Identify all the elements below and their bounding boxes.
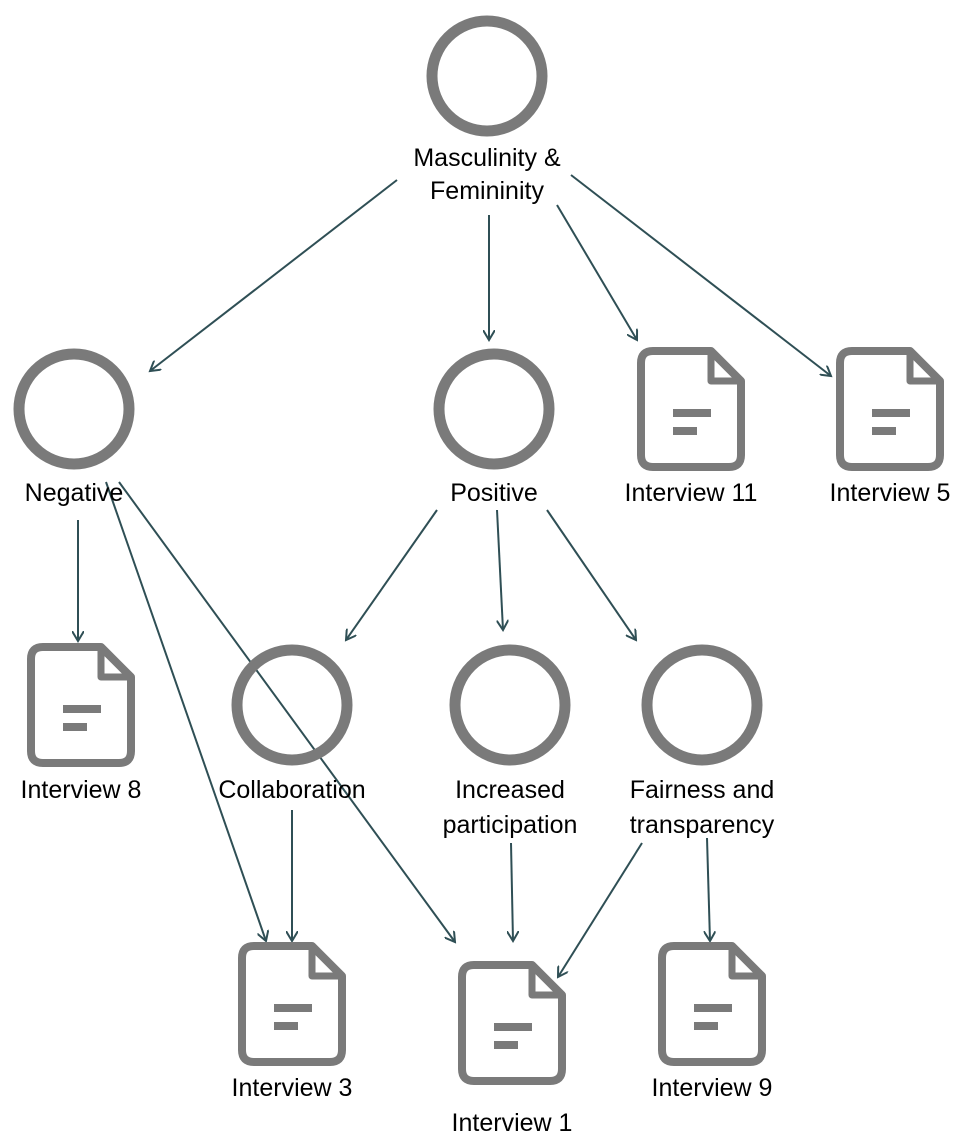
edge-fairness-to-interview1 [558, 842, 643, 977]
code-node-icon [13, 348, 135, 470]
node-label: Interview 3 [232, 1074, 353, 1102]
document-icon [458, 961, 566, 1085]
node-label: Interview 5 [830, 479, 951, 507]
code-node-icon [231, 644, 353, 766]
node-interview5[interactable]: Interview 5 [830, 347, 951, 507]
node-interview11[interactable]: Interview 11 [625, 347, 758, 507]
document-icon [238, 942, 346, 1066]
document-icon [637, 347, 745, 471]
node-interview1[interactable]: Interview 1 [452, 961, 573, 1137]
node-interview3[interactable]: Interview 3 [232, 942, 353, 1102]
node-masculinity[interactable]: Masculinity & Femininity [413, 15, 561, 205]
edge-masculinity-to-interview11 [556, 204, 637, 340]
node-increased[interactable]: Increased participation [443, 644, 578, 839]
node-collaboration[interactable]: Collaboration [218, 644, 366, 804]
edge-fairness-to-interview9 [707, 837, 710, 941]
edges-layer [78, 174, 831, 977]
node-label: Femininity [430, 177, 544, 205]
node-label: Masculinity & [413, 144, 561, 172]
edge-masculinity-to-interview5 [570, 174, 831, 376]
node-interview8[interactable]: Interview 8 [21, 643, 142, 804]
document-icon [836, 347, 944, 471]
node-label: Negative [25, 479, 124, 507]
node-label: participation [443, 811, 578, 839]
node-label: Interview 9 [652, 1074, 773, 1102]
node-negative[interactable]: Negative [13, 348, 135, 507]
node-positive[interactable]: Positive [433, 348, 555, 507]
node-label: Positive [450, 479, 538, 507]
edge-positive-to-increased [496, 509, 503, 630]
node-label: Collaboration [218, 776, 365, 804]
code-node-icon [449, 644, 571, 766]
node-label: Interview 1 [452, 1109, 573, 1137]
code-node-icon [426, 15, 548, 137]
edge-negative-to-interview1 [118, 481, 455, 942]
document-icon [658, 942, 766, 1066]
code-node-icon [641, 644, 763, 766]
document-icon [27, 643, 135, 767]
node-fairness[interactable]: Fairness and transparency [630, 644, 775, 839]
node-label: transparency [630, 811, 775, 839]
edge-increased-to-interview1 [511, 842, 513, 941]
code-node-icon [433, 348, 555, 470]
node-label: Interview 11 [625, 479, 758, 507]
node-interview9[interactable]: Interview 9 [652, 942, 773, 1102]
node-label: Fairness and [630, 776, 775, 804]
node-label: Interview 8 [21, 776, 142, 804]
edge-positive-to-fairness [546, 509, 636, 640]
node-label: Increased [455, 776, 565, 804]
edge-positive-to-collaboration [346, 509, 438, 640]
edge-masculinity-to-negative [150, 179, 398, 371]
edge-negative-to-interview3 [105, 481, 266, 941]
